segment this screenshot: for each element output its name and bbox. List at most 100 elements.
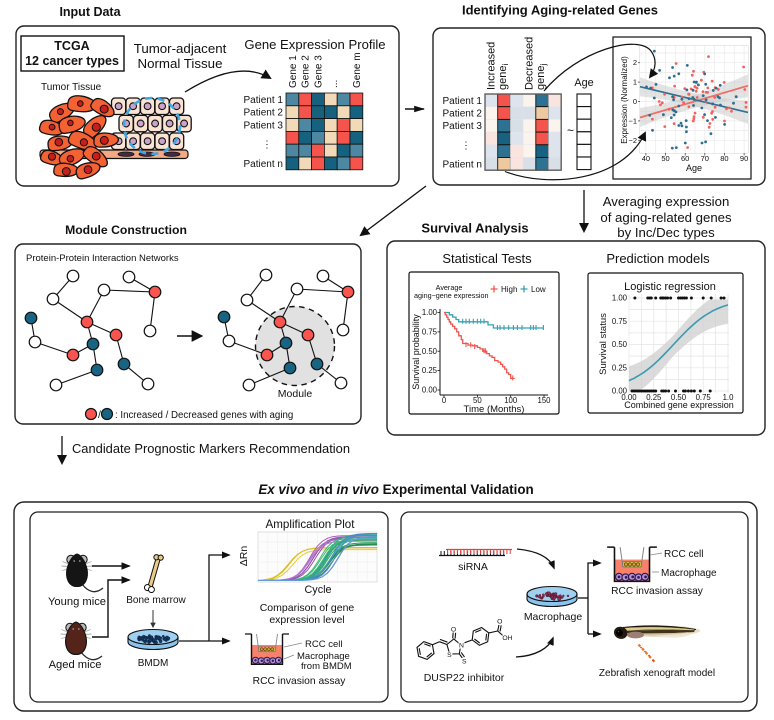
svg-text:O: O (451, 627, 456, 634)
svg-text:0.00: 0.00 (621, 393, 637, 402)
svg-text:Statistical Tests: Statistical Tests (442, 251, 532, 266)
svg-text:0.25: 0.25 (646, 393, 662, 402)
svg-text:0.25: 0.25 (612, 363, 628, 372)
svg-text:0.50: 0.50 (671, 393, 687, 402)
svg-text:Survival Analysis: Survival Analysis (421, 221, 528, 236)
svg-text:Patient 2: Patient 2 (443, 109, 483, 120)
svg-text:Gene Expression Profile: Gene Expression Profile (244, 37, 385, 52)
svg-text:Tumor-adjacent: Tumor-adjacent (134, 41, 227, 56)
svg-text:Gene m: Gene m (352, 52, 363, 88)
svg-text:Time (Months): Time (Months) (464, 404, 525, 415)
svg-text:Low: Low (531, 285, 546, 294)
svg-text:Amplification Plot: Amplification Plot (266, 518, 356, 531)
svg-text:BMDM: BMDM (138, 658, 169, 669)
svg-text:50: 50 (661, 154, 669, 163)
svg-text:Zebrafish xenograft model: Zebrafish xenograft model (599, 668, 715, 679)
svg-text:0.75: 0.75 (612, 317, 628, 326)
svg-text:~: ~ (567, 124, 574, 138)
svg-text:1: 1 (633, 78, 637, 87)
svg-text:RCC cell: RCC cell (305, 639, 342, 650)
svg-text:1.00: 1.00 (612, 294, 628, 303)
svg-text:Patient 2: Patient 2 (244, 108, 284, 119)
svg-text:TCGA: TCGA (54, 39, 89, 53)
svg-text:genei: genei (497, 64, 510, 90)
svg-text:0.00: 0.00 (612, 387, 628, 396)
svg-text:0.75: 0.75 (696, 393, 712, 402)
svg-text:50: 50 (473, 396, 482, 405)
svg-text:Module: Module (278, 388, 313, 400)
svg-text:0.00: 0.00 (422, 386, 438, 395)
svg-text:N: N (459, 643, 464, 650)
svg-text:Aged mice: Aged mice (49, 659, 102, 671)
svg-text:80: 80 (720, 154, 728, 163)
svg-text:Young mice: Young mice (48, 596, 106, 608)
svg-text:90: 90 (740, 154, 748, 163)
svg-text:Averaging expression: Averaging expression (603, 194, 730, 209)
svg-text:Patient n: Patient n (443, 159, 482, 170)
svg-text:Patient n: Patient n (244, 159, 283, 170)
svg-text:Gene 3: Gene 3 (314, 55, 325, 88)
svg-text:aging−gene expression: aging−gene expression (414, 291, 489, 300)
svg-text:Patient 1: Patient 1 (244, 95, 284, 106)
svg-text:⋮: ⋮ (262, 140, 272, 151)
svg-text:Candidate Prognostic Markers R: Candidate Prognostic Markers Recommendat… (72, 441, 350, 456)
svg-text:of aging-related genes: of aging-related genes (600, 210, 732, 225)
svg-text:OH: OH (502, 635, 512, 642)
svg-text:ΔRn: ΔRn (238, 546, 250, 567)
svg-text:Survival probability: Survival probability (411, 314, 421, 390)
svg-text:Increased: Increased (486, 42, 498, 90)
svg-text:RCC invasion assay: RCC invasion assay (253, 676, 347, 687)
svg-text:0: 0 (442, 396, 447, 405)
svg-text:Ex vivo and in vivo Experiment: Ex vivo and in vivo Experimental Validat… (258, 482, 533, 497)
svg-text:100: 100 (504, 396, 518, 405)
svg-text:S: S (462, 658, 467, 665)
svg-text:0: 0 (633, 97, 637, 106)
svg-text:Macrophage: Macrophage (297, 651, 350, 662)
svg-text:/: / (98, 409, 101, 421)
svg-text:0.75: 0.75 (422, 328, 438, 337)
svg-text:RCC invasion assay: RCC invasion assay (611, 586, 704, 597)
svg-text:Combined gene expression: Combined gene expression (624, 400, 734, 410)
svg-text:1.0: 1.0 (723, 393, 735, 402)
svg-text:Average: Average (436, 283, 463, 292)
svg-text:...: ... (329, 80, 340, 88)
svg-text:Input Data: Input Data (59, 5, 121, 19)
svg-text:0.25: 0.25 (422, 366, 438, 375)
svg-text:from BMDM: from BMDM (301, 661, 352, 672)
svg-text:Cycle: Cycle (305, 584, 332, 596)
svg-text:RCC cell: RCC cell (664, 549, 703, 560)
svg-text:Gene 1: Gene 1 (288, 55, 299, 88)
svg-text:Normal Tissue: Normal Tissue (138, 56, 223, 71)
svg-text:Module Construction: Module Construction (65, 223, 187, 237)
svg-text:12 cancer types: 12 cancer types (25, 54, 119, 68)
svg-text:0.50: 0.50 (612, 340, 628, 349)
svg-text:0.50: 0.50 (422, 347, 438, 356)
svg-text:Bone marrow: Bone marrow (126, 595, 186, 606)
svg-text:by Inc/Dec types: by Inc/Dec types (617, 225, 715, 240)
svg-text:expression level: expression level (269, 614, 344, 626)
svg-text:: Increased / Decreased genes: : Increased / Decreased genes with aging (115, 410, 293, 421)
svg-text:60: 60 (681, 154, 689, 163)
svg-text:Identifying Aging-related Gene: Identifying Aging-related Genes (462, 3, 658, 18)
svg-text:Gene 2: Gene 2 (301, 55, 312, 88)
svg-text:Patient 1: Patient 1 (443, 96, 483, 107)
svg-text:Age: Age (686, 163, 702, 173)
svg-text:genej: genej (535, 64, 548, 90)
svg-text:−2: −2 (628, 136, 637, 145)
svg-text:Survival status: Survival status (598, 313, 609, 375)
svg-text:Macrophage: Macrophage (661, 568, 717, 579)
svg-text:Macrophage: Macrophage (524, 611, 583, 623)
svg-text:70: 70 (701, 154, 709, 163)
svg-text:Expression (Normalized): Expression (Normalized) (620, 56, 629, 144)
svg-text:Patient 3: Patient 3 (244, 121, 284, 132)
svg-text:Comparison of gene: Comparison of gene (260, 602, 355, 614)
svg-text:S: S (447, 652, 452, 659)
svg-text:Age: Age (574, 77, 593, 89)
svg-text:Protein-Protein Interaction Ne: Protein-Protein Interaction Networks (26, 253, 179, 264)
svg-text:Decreased: Decreased (524, 37, 536, 90)
svg-text:1.00: 1.00 (422, 308, 438, 317)
svg-text:Logistic regression: Logistic regression (624, 281, 716, 293)
svg-text:150: 150 (537, 396, 551, 405)
svg-text:⋮: ⋮ (461, 140, 471, 151)
svg-text:2: 2 (633, 58, 637, 67)
